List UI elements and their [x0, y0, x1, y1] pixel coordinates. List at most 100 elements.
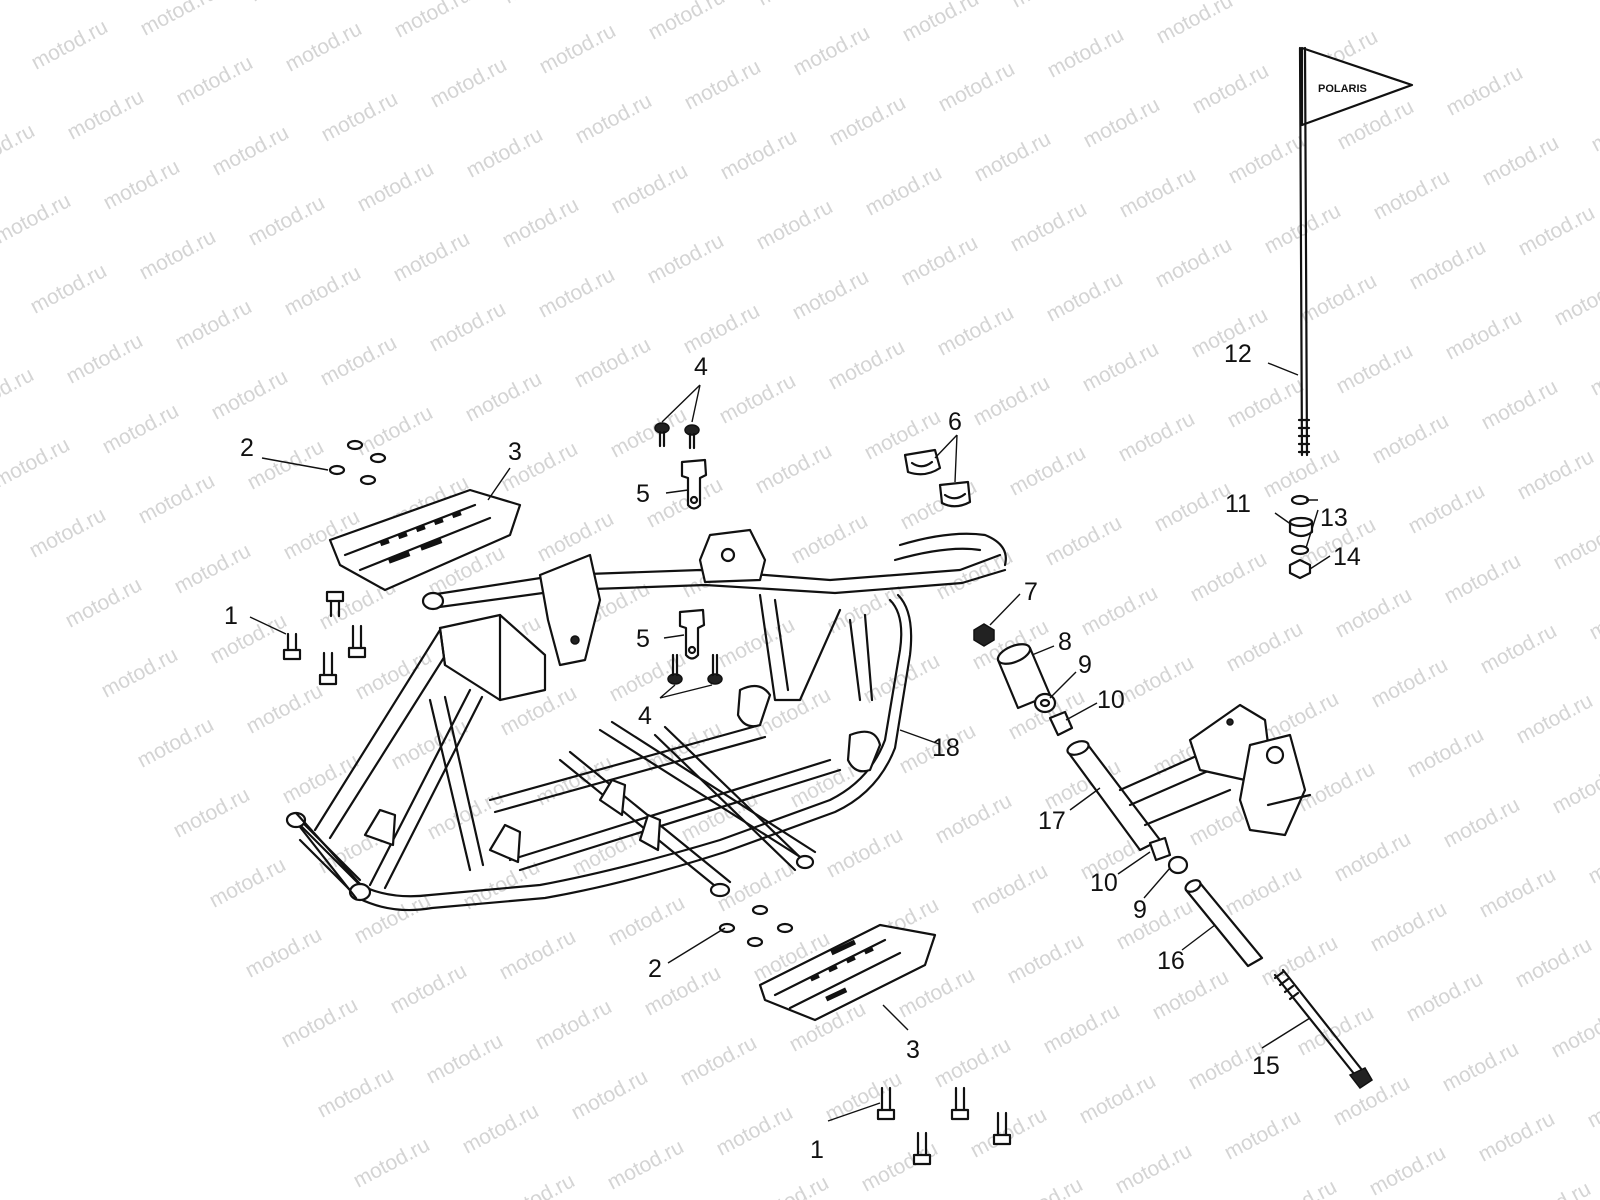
watermark-text: motod.ru: [1259, 687, 1343, 746]
watermark-text: motod.ru: [500, 0, 584, 8]
watermark-text: motod.ru: [645, 0, 729, 44]
watermark-text: motod.ru: [242, 923, 326, 982]
watermark-text: motod.ru: [0, 293, 2, 352]
watermark-text: motod.ru: [532, 995, 616, 1054]
watermark-text: motod.ru: [350, 1133, 434, 1192]
watermark-text: motod.ru: [172, 295, 256, 354]
watermark-text: motod.ru: [677, 1031, 761, 1090]
watermark-text: motod.ru: [1189, 59, 1273, 118]
watermark-text: motod.ru: [390, 227, 474, 286]
watermark-text: motod.ru: [1076, 1069, 1160, 1128]
callout-16: 16: [1157, 947, 1185, 975]
watermark-text: motod.ru: [282, 17, 366, 76]
watermark-text: motod.ru: [1403, 967, 1487, 1026]
watermark-text: motod.ru: [1442, 305, 1526, 364]
watermark-text: motod.ru: [862, 161, 946, 220]
watermark-text: motod.ru: [0, 189, 75, 248]
watermark-text: motod.ru: [245, 191, 329, 250]
watermark-text: motod.ru: [26, 503, 110, 562]
watermark-text: motod.ru: [244, 435, 328, 494]
watermark-text: motod.ru: [1112, 1139, 1196, 1198]
callout-18: 18: [932, 734, 960, 762]
watermark-text: motod.ru: [1006, 441, 1090, 500]
watermark-text: motod.ru: [1548, 1003, 1600, 1062]
watermark-text: motod.ru: [28, 15, 112, 74]
callout-1-upper: 1: [224, 602, 238, 630]
steering-bracket-17: [1066, 703, 1312, 852]
watermark-text: motod.ru: [99, 399, 183, 458]
watermark-text: motod.ru: [463, 123, 547, 182]
watermark-text: motod.ru: [318, 87, 402, 146]
callout-4-lower: 4: [638, 702, 652, 730]
watermark-text: motod.ru: [1585, 829, 1600, 888]
watermark-text: motod.ru: [134, 713, 218, 772]
watermark-text: motod.ru: [1116, 163, 1200, 222]
watermark-text: motod.ru: [281, 261, 365, 320]
watermark-text: motod.ru: [1479, 131, 1563, 190]
watermark-text: motod.ru: [1044, 23, 1128, 82]
callout-7: 7: [1024, 578, 1038, 606]
watermark-text: motod.ru: [1258, 931, 1342, 990]
watermark-text: motod.ru: [967, 1103, 1051, 1162]
watermark-text: motod.ru: [136, 225, 220, 284]
watermark-text: motod.ru: [753, 195, 837, 254]
bolt-15: [1273, 968, 1374, 1090]
callout-10-upper: 10: [1097, 686, 1125, 714]
watermark-text: motod.ru: [1080, 93, 1164, 152]
watermark-text: motod.ru: [100, 155, 184, 214]
flag-logo-text: POLARIS: [1318, 83, 1367, 95]
bolts-upper: [282, 590, 367, 686]
watermark-text: motod.ru: [1079, 337, 1163, 396]
watermark-text: motod.ru: [62, 573, 146, 632]
callout-11: 11: [1225, 490, 1251, 518]
watermark-text: motod.ru: [644, 229, 728, 288]
callout-5-lower: 5: [636, 625, 650, 653]
watermark-text: motod.ru: [931, 1033, 1015, 1092]
watermark-text: motod.ru: [1003, 1173, 1087, 1200]
bushing-8: [996, 643, 1052, 710]
watermark-text: motod.ru: [789, 265, 873, 324]
watermark-text: motod.ru: [899, 0, 983, 46]
callout-12: 12: [1224, 340, 1252, 368]
watermark-text: motod.ru: [1551, 271, 1600, 330]
leader-lines: [249, 362, 1331, 1122]
watermark-text: motod.ru: [1115, 407, 1199, 466]
spacer-tube-16: [1184, 879, 1264, 968]
watermark-text: motod.ru: [1040, 999, 1124, 1058]
watermark-text: motod.ru: [749, 1171, 833, 1200]
watermark-text: motod.ru: [1512, 933, 1596, 992]
watermark-text: motod.ru: [278, 993, 362, 1052]
watermark-text: motod.ru: [279, 749, 363, 808]
watermark-text: motod.ru: [1549, 759, 1600, 818]
watermark-text: motod.ru: [1257, 1175, 1341, 1200]
watermark-text: motod.ru: [1475, 1107, 1559, 1166]
flag-assembly: POLARIS: [1297, 46, 1414, 457]
washers-lower: [718, 904, 794, 948]
callout-3-upper: 3: [508, 438, 522, 466]
watermark-text: motod.ru: [934, 301, 1018, 360]
callout-8: 8: [1058, 628, 1072, 656]
watermark-text: motod.ru: [933, 545, 1017, 604]
watermark-text: motod.ru: [970, 371, 1054, 430]
watermark-text: motod.ru: [173, 51, 257, 110]
watermark-text: motod.ru: [1042, 511, 1126, 570]
watermark-text: motod.ru: [858, 1137, 942, 1196]
watermark-text: motod.ru: [0, 0, 76, 4]
watermark-text: motod.ru: [1368, 653, 1452, 712]
watermark-text: motod.ru: [459, 1099, 543, 1158]
callout-17: 17: [1038, 807, 1066, 835]
watermark-text: motod.ru: [499, 193, 583, 252]
watermark-text: motod.ru: [536, 19, 620, 78]
watermark-text: motod.ru: [1331, 827, 1415, 886]
watermark-text: motod.ru: [1113, 895, 1197, 954]
watermark-text: motod.ru: [1588, 97, 1600, 156]
watermark-text: motod.ru: [1477, 619, 1561, 678]
watermark-text: motod.ru: [932, 789, 1016, 848]
watermark-text: motod.ru: [387, 959, 471, 1018]
watermark-text: motod.ru: [1439, 1037, 1523, 1096]
watermark-text: motod.ru: [717, 125, 801, 184]
watermark-text: motod.ru: [1476, 863, 1560, 922]
callout-3-lower: 3: [906, 1036, 920, 1064]
watermark-text: motod.ru: [1332, 583, 1416, 642]
